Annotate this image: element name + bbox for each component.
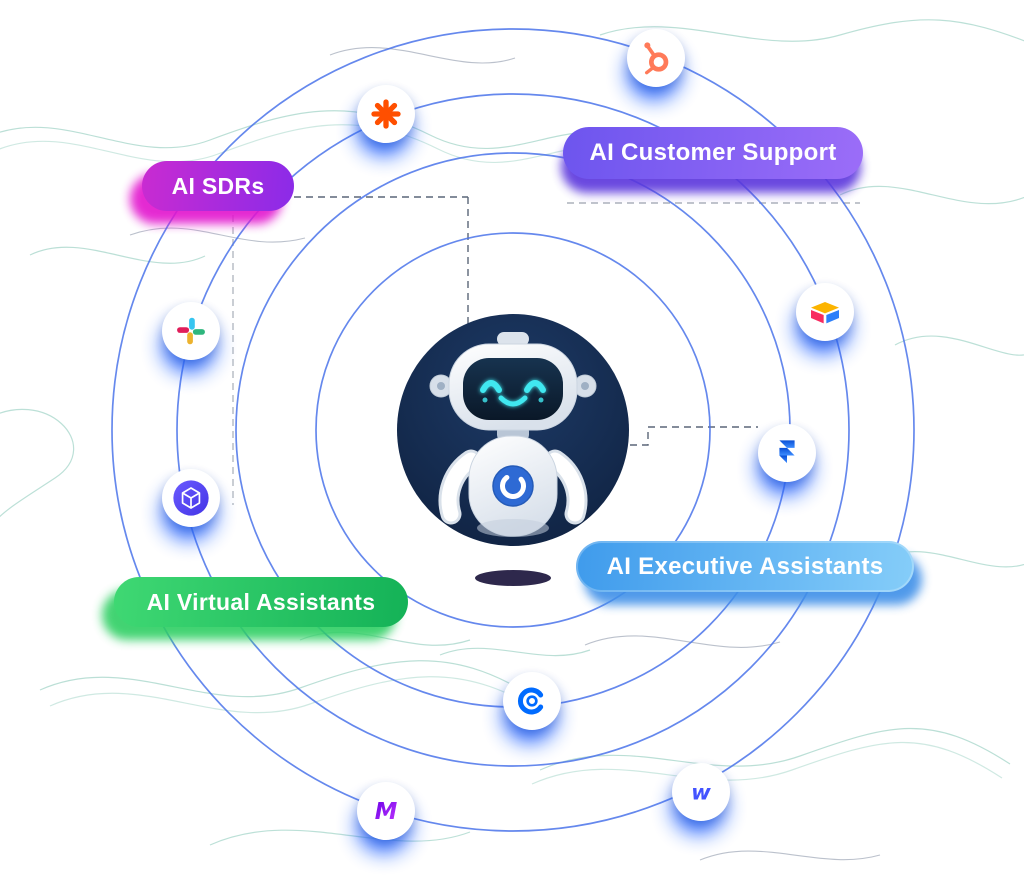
pill: AI Customer Support xyxy=(563,127,863,179)
pill-text: AI Executive Assistants xyxy=(606,552,884,580)
robot-torso-shade xyxy=(477,519,549,537)
zapier-badge xyxy=(357,85,415,143)
slack-badge xyxy=(162,302,220,360)
cube-app-icon-spot xyxy=(162,469,220,540)
robot-ears xyxy=(429,374,597,398)
svg-text:M: M xyxy=(375,799,398,825)
robot-arms xyxy=(438,449,588,525)
robot-face xyxy=(480,380,546,407)
calendly-badge xyxy=(503,672,561,730)
pill: AI SDRs xyxy=(142,161,294,211)
cube-app-icon xyxy=(173,480,209,516)
robot-chest-emblem xyxy=(492,465,534,507)
label-ai-executive-assistants: AI Executive Assistants xyxy=(576,541,922,605)
hubspot-icon-spot xyxy=(627,29,685,100)
ai-robot-mascot xyxy=(429,332,597,537)
pill: AI Executive Assistants xyxy=(576,541,914,592)
airtable-icon xyxy=(811,302,839,324)
webflow-icon: w xyxy=(691,780,711,805)
make-badge: M xyxy=(357,782,415,840)
make-icon: M xyxy=(375,799,398,825)
hubspot-icon xyxy=(644,42,669,75)
framer-icon xyxy=(779,440,795,464)
pill-text: AI Virtual Assistants xyxy=(146,588,376,615)
cube-app-badge xyxy=(162,469,220,527)
navy-contours xyxy=(129,47,881,861)
robot-cheek-dots xyxy=(482,397,544,403)
robot-antenna-cap xyxy=(497,332,529,346)
pill: AI Virtual Assistants xyxy=(114,577,408,627)
airtable-badge xyxy=(796,283,854,341)
hubspot-badge xyxy=(627,29,685,87)
calendly-icon xyxy=(518,687,544,715)
make-icon-spot: M xyxy=(357,782,415,853)
robot-ground-shadow xyxy=(475,570,551,586)
zapier-icon-spot xyxy=(357,85,415,156)
robot-visor xyxy=(463,358,563,420)
airtable-icon-spot xyxy=(796,283,854,354)
label-ai-virtual-assistants: AI Virtual Assistants xyxy=(102,577,408,640)
webflow-badge: w xyxy=(672,763,730,821)
framer-badge xyxy=(758,424,816,482)
zapier-icon xyxy=(371,99,401,129)
slack-icon xyxy=(177,317,205,345)
calendly-icon-spot xyxy=(503,672,561,743)
webflow-icon-spot: w xyxy=(672,763,730,834)
label-ai-customer-support: AI Customer Support xyxy=(561,127,863,193)
framer-icon-spot xyxy=(758,424,816,495)
svg-text:w: w xyxy=(691,780,711,805)
label-ai-sdrs: AI SDRs xyxy=(130,161,294,224)
pill-text: AI SDRs xyxy=(171,172,265,199)
pill-text: AI Customer Support xyxy=(589,139,837,166)
slack-icon-spot xyxy=(162,302,220,373)
